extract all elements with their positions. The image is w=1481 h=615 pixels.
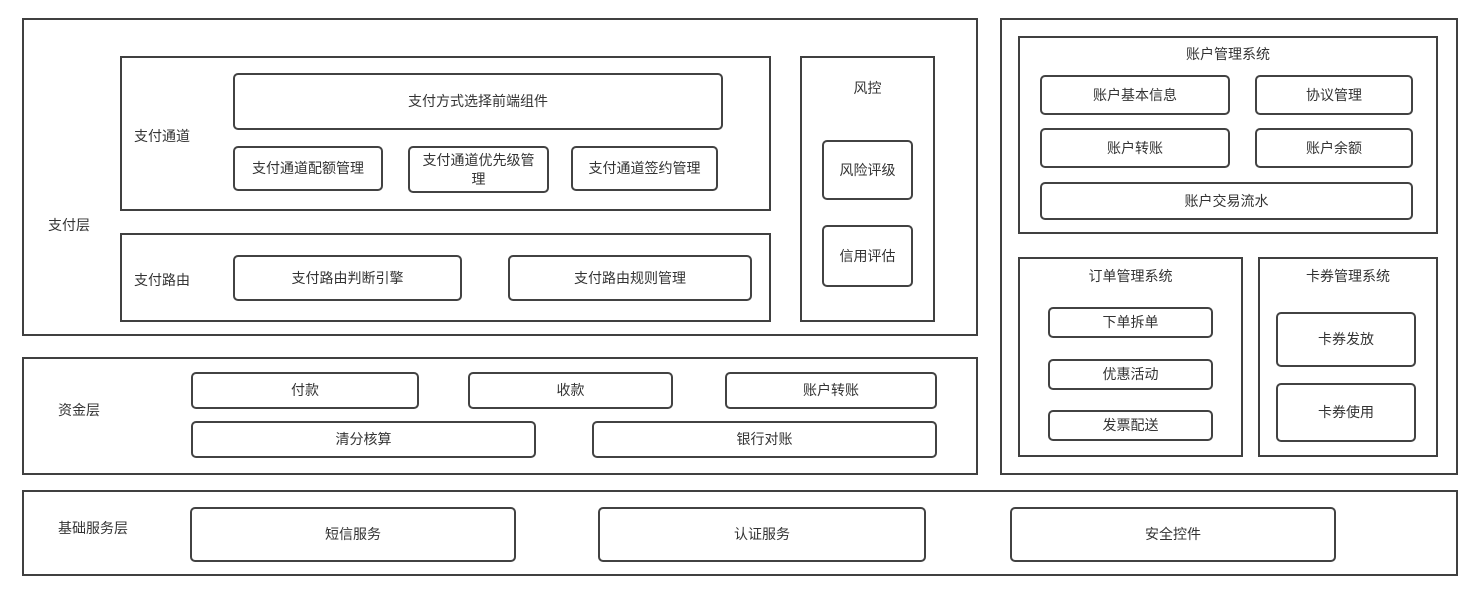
node-account-transfer-2: 账户转账 xyxy=(1040,128,1230,168)
node-channel-quota-mgmt: 支付通道配额管理 xyxy=(233,146,383,191)
node-bank-reconciliation: 银行对账 xyxy=(592,421,937,458)
node-routing-rules-mgmt: 支付路由规则管理 xyxy=(508,255,752,301)
payment-layer-label: 支付层 xyxy=(48,217,90,233)
node-order-split: 下单拆单 xyxy=(1048,307,1213,338)
funds-layer-label: 资金层 xyxy=(58,402,100,418)
order-system-title: 订单管理系统 xyxy=(1088,268,1173,284)
node-auth-service: 认证服务 xyxy=(598,507,926,562)
node-coupon-issue: 卡券发放 xyxy=(1276,312,1416,367)
base-service-layer-label: 基础服务层 xyxy=(58,520,128,536)
node-transaction-flow: 账户交易流水 xyxy=(1040,182,1413,220)
node-collect: 收款 xyxy=(468,372,673,409)
node-security-widget: 安全控件 xyxy=(1010,507,1336,562)
node-coupon-use: 卡券使用 xyxy=(1276,383,1416,442)
node-frontend-component: 支付方式选择前端组件 xyxy=(233,73,723,130)
node-channel-priority-mgmt: 支付通道优先级管理 xyxy=(408,146,549,193)
node-account-balance: 账户余额 xyxy=(1255,128,1413,168)
node-account-basic-info: 账户基本信息 xyxy=(1040,75,1230,115)
node-clearing: 清分核算 xyxy=(191,421,536,458)
node-account-transfer: 账户转账 xyxy=(725,372,937,409)
node-invoice-delivery: 发票配送 xyxy=(1048,410,1213,441)
node-pay: 付款 xyxy=(191,372,419,409)
node-agreement-mgmt: 协议管理 xyxy=(1255,75,1413,115)
payment-channel-label: 支付通道 xyxy=(134,128,190,144)
node-routing-decision-engine: 支付路由判断引擎 xyxy=(233,255,462,301)
node-credit-assessment: 信用评估 xyxy=(822,225,913,287)
coupon-system-title: 卡券管理系统 xyxy=(1306,268,1390,284)
node-risk-rating: 风险评级 xyxy=(822,140,913,200)
node-promotion: 优惠活动 xyxy=(1048,359,1213,390)
risk-control-label: 风控 xyxy=(853,80,882,96)
payment-routing-label: 支付路由 xyxy=(134,272,190,288)
node-channel-sign-mgmt: 支付通道签约管理 xyxy=(571,146,718,191)
node-sms-service: 短信服务 xyxy=(190,507,516,562)
account-system-title: 账户管理系统 xyxy=(1186,46,1270,62)
